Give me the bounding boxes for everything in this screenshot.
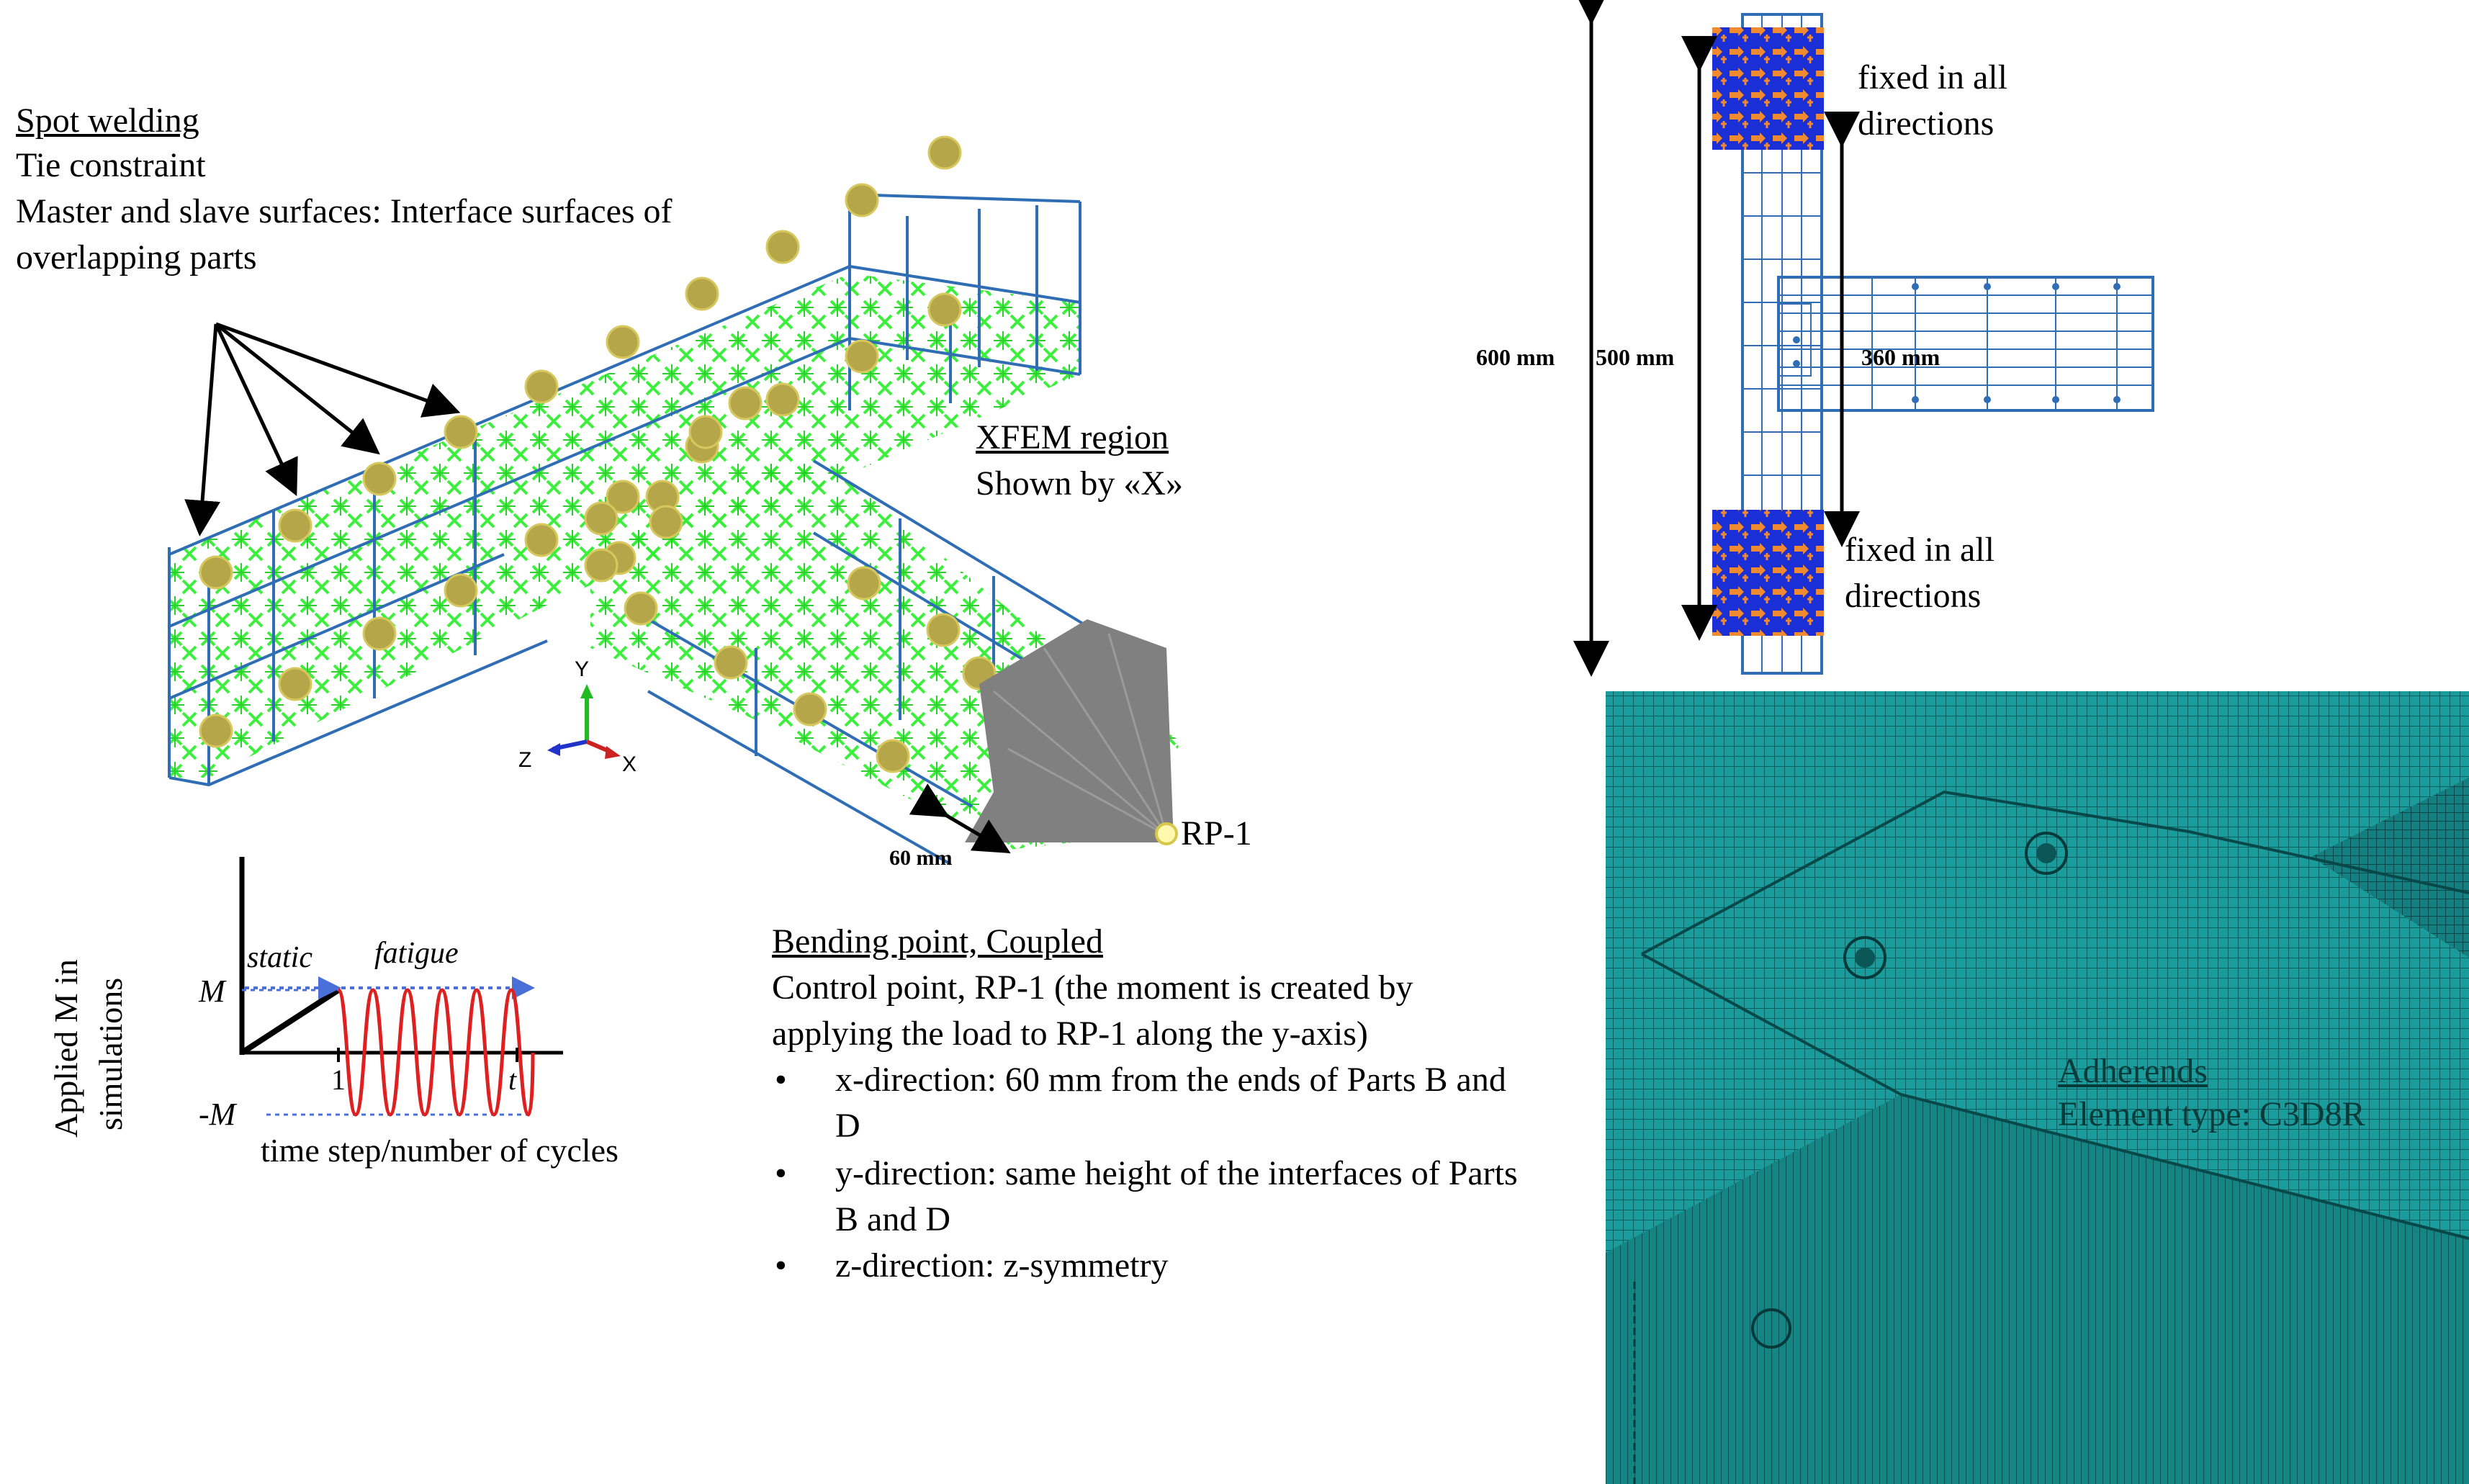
chart-ylabel-line1: Applied M in <box>48 959 84 1138</box>
spot-welding-line3: overlapping parts <box>16 238 257 276</box>
bullet-y-line1: y-direction: same height of the interfac… <box>835 1154 1518 1192</box>
dim-60-label: 60 mm <box>889 846 953 870</box>
bullet-z-line1: z-direction: z-symmetry <box>835 1246 1169 1285</box>
mesh-weld-1 <box>2025 832 2068 875</box>
spot-welding-line1: Tie constraint <box>16 146 206 184</box>
weld-leader-arrows <box>184 322 461 536</box>
chart-tick-t: t <box>508 1063 517 1096</box>
fatigue-sine-curve <box>336 988 535 1117</box>
bullet-y-line2: B and D <box>835 1200 950 1238</box>
dim-500-label: 500 mm <box>1596 344 1675 370</box>
axis-x-label: X <box>622 752 637 776</box>
chart-ylabel-line2: simulations <box>92 977 129 1130</box>
bullet-mark: • <box>775 1061 787 1099</box>
load-history-plot <box>239 857 563 1117</box>
bending-title: Bending point, Coupled <box>772 922 1103 961</box>
bc-block-top <box>1712 27 1824 150</box>
bending-line1: Control point, RP-1 (the moment is creat… <box>772 968 1413 1007</box>
frame-wire-main <box>168 192 1081 787</box>
dim-60-arrow <box>909 783 1011 854</box>
mesh-weld-2 <box>1843 936 1886 979</box>
chart-xlabel: time step/number of cycles <box>261 1132 619 1169</box>
mesh-weld-3 <box>1751 1308 1791 1349</box>
top-view <box>1573 0 2154 677</box>
mesh-image <box>1606 691 2469 1484</box>
xfem-title: XFEM region <box>976 418 1169 457</box>
spot-welding-title: Spot welding <box>16 102 199 140</box>
beam-main-green <box>169 274 1080 778</box>
bending-line2: applying the load to RP-1 along the y-ax… <box>772 1015 1368 1053</box>
spot-welding-line2: Master and slave surfaces: Interface sur… <box>16 192 673 230</box>
chart-static-label: static <box>247 941 312 974</box>
bc-block-bottom <box>1712 510 1824 636</box>
mesh-title: Adherends <box>2058 1052 2208 1090</box>
bullet-x-line2: D <box>835 1107 860 1145</box>
xfem-subtitle: Shown by «X» <box>976 464 1184 503</box>
axis-z-label: Z <box>518 748 532 772</box>
chart-minusM-label: -M <box>199 1097 236 1132</box>
rp1-label: RP-1 <box>1181 814 1252 853</box>
fixed-top-line1: fixed in all <box>1858 58 2007 96</box>
fixed-top-line2: directions <box>1858 104 1994 143</box>
static-ramp <box>240 987 341 1056</box>
frame-model <box>168 135 1181 865</box>
branch-nodes <box>1793 283 2121 403</box>
horizontal-member-grid <box>1778 277 2153 410</box>
weld-spots <box>199 135 997 773</box>
fixed-bottom-line2: directions <box>1845 577 1982 615</box>
mesh-subtitle: Element type: C3D8R <box>2058 1095 2365 1133</box>
fixed-bottom-line1: fixed in all <box>1845 531 1994 569</box>
dim-600-label: 600 mm <box>1476 344 1555 370</box>
bullet-mark: • <box>775 1154 787 1192</box>
horizontal-member <box>1777 276 2154 412</box>
bullet-x-line1: x-direction: 60 mm from the ends of Part… <box>835 1061 1506 1099</box>
chart-fatigue-label: fatigue <box>374 937 459 970</box>
xfem-rays <box>993 633 1168 837</box>
dim-360-label: 360 mm <box>1861 344 1940 370</box>
chart-tick-1: 1 <box>331 1063 346 1096</box>
chart-M-label: M <box>199 973 225 1009</box>
bullet-mark: • <box>775 1246 787 1285</box>
axis-y-label: Y <box>575 657 590 681</box>
axes-triad <box>547 684 621 759</box>
rp1-marker <box>1155 822 1178 845</box>
